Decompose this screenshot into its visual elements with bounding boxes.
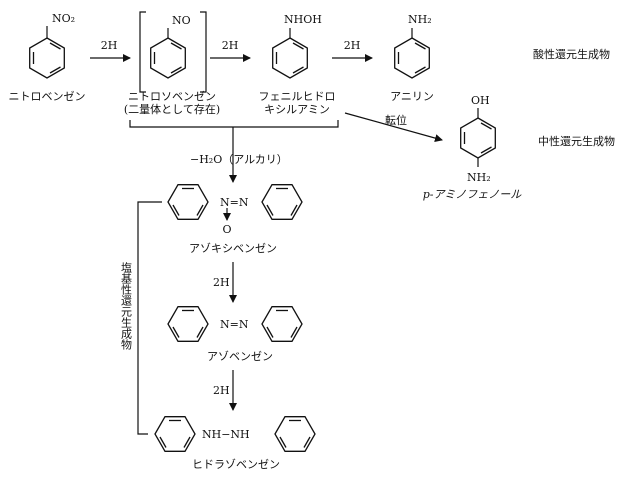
step1-reagent: 2H	[101, 39, 118, 52]
step4-reagent: 2H	[213, 276, 230, 289]
azoxy-link: N=N	[220, 196, 249, 209]
category-neutral: 中性還元生成物	[538, 134, 615, 148]
step2-reagent: 2H	[222, 39, 239, 52]
hydroxy-group: OH	[471, 94, 490, 107]
hydrazobenzene-structure: NH−NH	[154, 416, 316, 452]
nitro-group: NO₂	[52, 12, 75, 25]
azobenzene-structure: N=N	[167, 306, 303, 342]
hydroxyamino-group: NHOH	[284, 13, 322, 26]
azoxybenzene-structure: N=N O	[167, 184, 303, 236]
aniline-label: アニリン	[390, 90, 434, 103]
azobenzene-label: アゾベンゼン	[207, 350, 273, 363]
azoxybenzene-label: アゾキシベンゼン	[189, 242, 277, 255]
nitroso-group: NO	[172, 14, 191, 27]
condensation-brace	[129, 120, 339, 128]
amino-group: NH₂	[408, 13, 432, 26]
category-acidic: 酸性還元生成物	[533, 47, 610, 61]
nitrosobenzene-note: (二量体として存在)	[124, 102, 220, 116]
aniline-structure: NH₂	[394, 13, 432, 79]
nitrosobenzene-label: ニトロソベンゼン	[128, 90, 216, 103]
phenylhydroxylamine-label-line2: キシルアミン	[264, 103, 330, 116]
nitrobenzene-structure: NO₂	[29, 12, 75, 79]
azo-link: N=N	[220, 318, 249, 331]
p-amino-group: NH₂	[467, 171, 491, 184]
rearrangement-label: 転位	[385, 113, 407, 127]
basic-products-bracket	[137, 201, 162, 435]
nitrobenzene-label: ニトロベンゼン	[9, 90, 86, 103]
condensation-label: −H₂O（アルカリ）	[190, 153, 288, 166]
step3-reagent: 2H	[344, 39, 361, 52]
phenylhydroxylamine-structure: NHOH	[272, 13, 322, 79]
p-aminophenol-structure: OH NH₂	[460, 94, 496, 184]
nitrosobenzene-structure: NO	[139, 11, 207, 93]
hydrazobenzene-label: ヒドラゾベンゼン	[192, 458, 280, 471]
p-aminophenol-label: p-アミノフェノール	[423, 188, 523, 201]
step5-reagent: 2H	[213, 384, 230, 397]
hydrazo-link: NH−NH	[202, 428, 250, 441]
category-basic: 塩基性還元生成物	[120, 261, 133, 350]
phenylhydroxylamine-label-line1: フェニルヒドロ	[259, 90, 336, 103]
azoxy-oxygen: O	[222, 223, 231, 236]
arrow-rearrangement	[344, 112, 443, 142]
